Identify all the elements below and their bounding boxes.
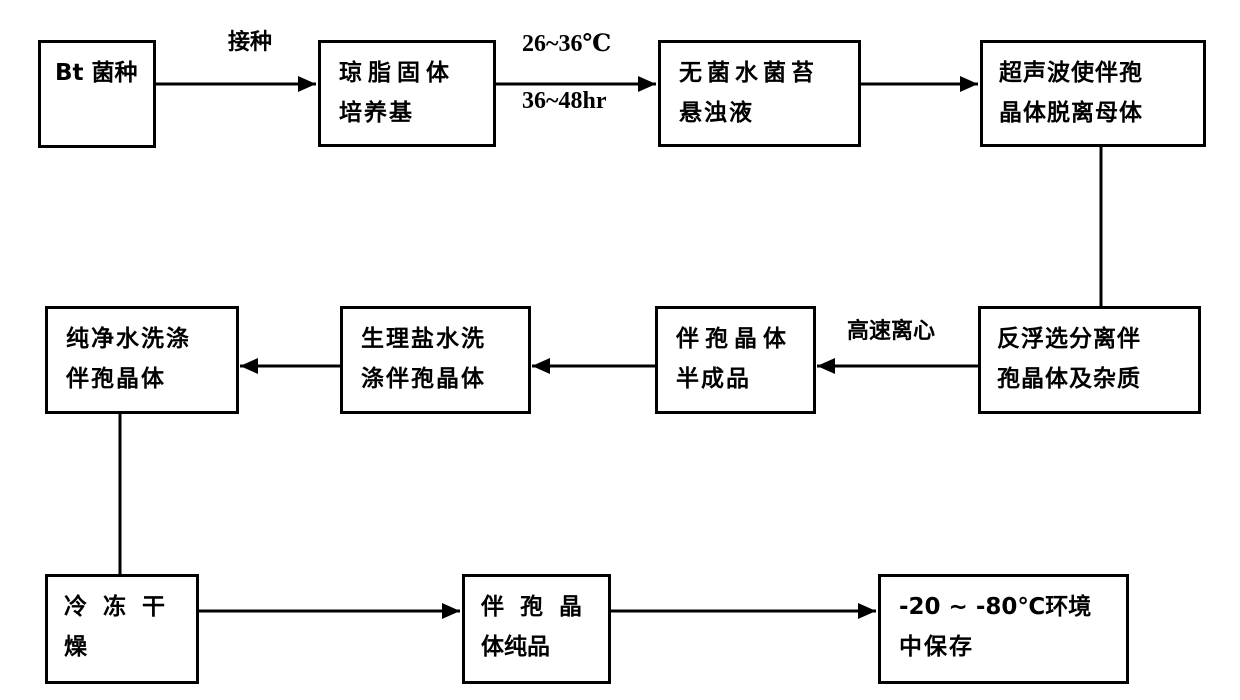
node-freeze-dry: 冷 冻 干 燥 [45, 574, 199, 684]
node-storage: -20 ~ -80℃环境 中保存 [878, 574, 1129, 684]
node-text: 琼脂固体 [339, 60, 455, 86]
node-text: 晶体脱离母体 [999, 100, 1143, 126]
node-flotation: 反浮选分离伴 孢晶体及杂质 [978, 306, 1201, 414]
node-text: 无菌水菌苔 [679, 60, 819, 86]
node-saline-wash: 生理盐水洗 涤伴孢晶体 [340, 306, 531, 414]
node-pure-product: 伴 孢 晶 体纯品 [462, 574, 611, 684]
node-text: 涤伴孢晶体 [361, 366, 486, 392]
edge-label-temperature: 26~36℃ [522, 31, 612, 57]
node-text: 孢晶体及杂质 [997, 366, 1141, 392]
node-text: 伴孢晶体 [676, 326, 792, 352]
edge-label-centrifuge: 高速离心 [847, 319, 936, 344]
node-text: 反浮选分离伴 [997, 326, 1141, 352]
node-bt-strain: Bt 菌种 [38, 40, 156, 148]
edge-label-inoculate: 接种 [228, 30, 273, 55]
node-suspension: 无菌水菌苔 悬浊液 [658, 40, 861, 147]
node-text: Bt 菌种 [55, 60, 138, 86]
node-text: -20 ~ -80℃环境 [899, 594, 1092, 620]
node-text: 燥 [64, 634, 89, 660]
node-text: 培养基 [339, 100, 414, 126]
node-text: 冷 冻 干 [64, 594, 170, 620]
node-agar-medium: 琼脂固体 培养基 [318, 40, 496, 147]
node-pure-water-wash: 纯净水洗涤 伴孢晶体 [45, 306, 239, 414]
node-text: 体纯品 [481, 634, 550, 660]
node-text: 悬浊液 [679, 100, 754, 126]
node-text: 伴 孢 晶 [481, 594, 587, 620]
node-text: 生理盐水洗 [361, 326, 486, 352]
node-text: 半成品 [676, 366, 751, 392]
node-text: 中保存 [899, 634, 974, 660]
edge-label-duration: 36~48hr [522, 88, 607, 114]
node-semi-product: 伴孢晶体 半成品 [655, 306, 816, 414]
node-text: 纯净水洗涤 [66, 326, 191, 352]
node-text: 伴孢晶体 [66, 366, 166, 392]
node-text: 超声波使伴孢 [999, 60, 1143, 86]
node-ultrasonic: 超声波使伴孢 晶体脱离母体 [980, 40, 1206, 147]
